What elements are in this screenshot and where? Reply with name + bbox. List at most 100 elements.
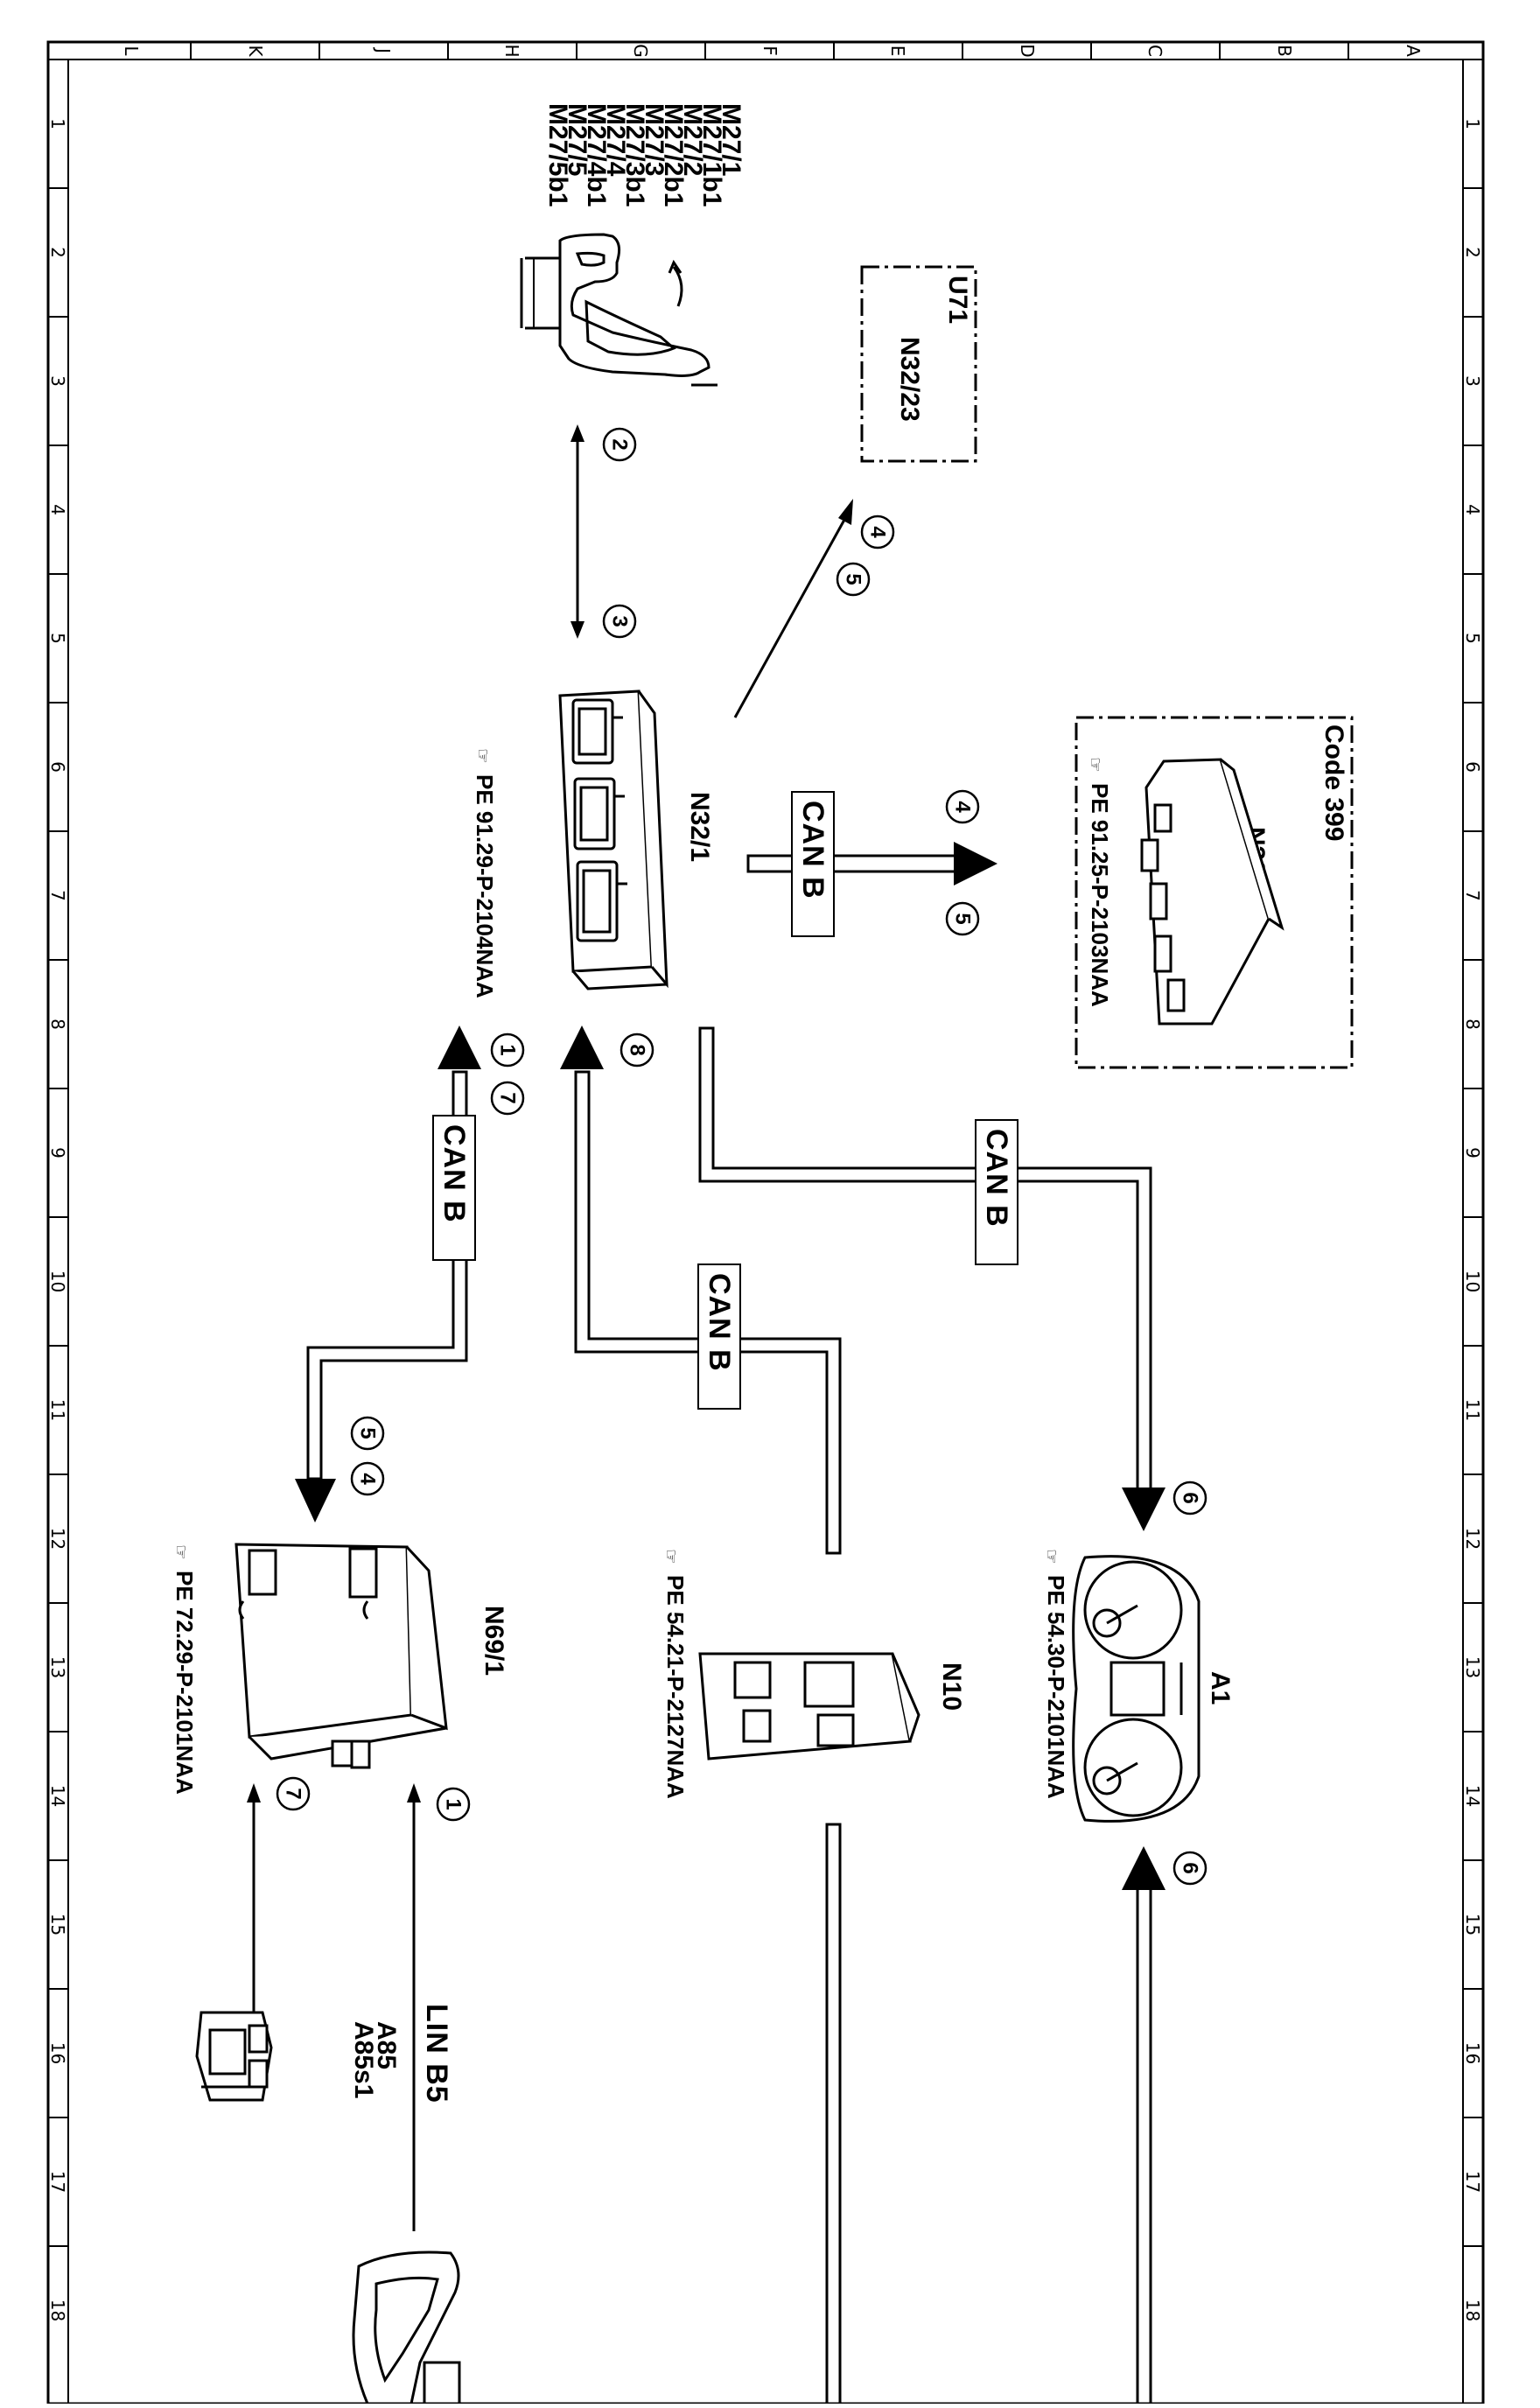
grid-number: 5 xyxy=(47,633,68,644)
circled-number-text: 5 xyxy=(842,573,865,584)
number-circle xyxy=(602,427,637,462)
grid-number: 16 xyxy=(47,2042,68,2064)
u71-box: U71 N32/23 xyxy=(860,265,977,463)
a85-label: A85 xyxy=(372,2021,401,2069)
n69-1-ref-text: PE 72.29-P-2101NAA xyxy=(172,1571,198,1795)
n10-bus-line xyxy=(825,1823,842,2405)
lin-b5-label: LIN B5 xyxy=(420,2004,453,2104)
grid-number: 1 xyxy=(47,118,68,130)
n32-1-module xyxy=(558,690,668,990)
circled-number-c3: 3 xyxy=(602,604,637,639)
circled-number-text: 8 xyxy=(626,1044,649,1055)
m27-n32-link xyxy=(570,424,584,639)
grid-number: 16 xyxy=(1462,2042,1483,2064)
grid-number: 12 xyxy=(1462,1528,1483,1550)
m27-label: M27/3b1 xyxy=(620,103,649,206)
grid-number: 9 xyxy=(47,1147,68,1158)
circled-number-text: 5 xyxy=(951,913,975,924)
can-b-arrow-n32-29: CAN B xyxy=(746,791,998,937)
number-circle xyxy=(350,1461,385,1496)
a85s1-label: A85s1 xyxy=(349,2021,378,2098)
n32-1-label: N32/1 xyxy=(685,792,714,862)
circled-number-c2: 2 xyxy=(602,427,637,462)
grid-number: 17 xyxy=(1462,2171,1483,2193)
grid-letter: B xyxy=(1274,45,1295,57)
can-b-label: CAN B xyxy=(703,1273,736,1372)
grid-letter: K xyxy=(245,45,266,57)
circled-number-c5c: 5 xyxy=(350,1416,385,1451)
number-circle xyxy=(836,562,871,597)
circled-number-c7b: 7 xyxy=(276,1776,311,1811)
grid-letter: G xyxy=(630,44,651,58)
grid-letter: F xyxy=(760,46,780,56)
top-grid: L K J H G F E D C B A xyxy=(121,42,1424,60)
grid-number: 10 xyxy=(1462,1270,1483,1292)
grid-number: 8 xyxy=(1462,1018,1483,1030)
number-circle xyxy=(350,1416,385,1451)
grid-letter: J xyxy=(373,46,394,53)
circled-number-c7a: 7 xyxy=(490,1081,525,1116)
n69-1-module xyxy=(234,1543,448,1769)
n10-ref-text: PE 54.21-P-2127NAA xyxy=(662,1575,689,1799)
grid-number: 18 xyxy=(1462,2300,1483,2321)
grid-number: 7 xyxy=(1462,890,1483,901)
door-handle-icon xyxy=(520,233,718,387)
grid-number: 11 xyxy=(1462,1399,1483,1421)
circled-number-c6b: 6 xyxy=(1172,1851,1208,1886)
circled-number-c8: 8 xyxy=(620,1032,654,1068)
grid-number: 8 xyxy=(47,1018,68,1030)
number-circle xyxy=(620,1032,654,1068)
m27-label: M27/3 xyxy=(640,103,668,176)
grid-number: 15 xyxy=(1462,1914,1483,1936)
number-circle xyxy=(436,1787,471,1822)
code399-label: Code 399 xyxy=(1320,724,1348,841)
n32-23-label: N32/23 xyxy=(895,337,924,422)
circled-number-text: 3 xyxy=(608,615,632,626)
m27-label: M27/4b1 xyxy=(582,103,611,206)
grid-number: 11 xyxy=(47,1399,68,1421)
document-ref-icon: ☞ xyxy=(171,1544,190,1560)
grid-number: 4 xyxy=(47,504,68,515)
circled-number-text: 6 xyxy=(1179,1862,1202,1873)
can-b-line-n69-1: CAN B xyxy=(295,1026,481,1522)
a1-label: A1 xyxy=(1206,1671,1235,1704)
grid-number: 15 xyxy=(47,1914,68,1936)
circled-number-text: 5 xyxy=(356,1427,380,1438)
circled-number-text: 4 xyxy=(356,1473,380,1485)
m27-label: M27/2 xyxy=(678,103,707,176)
grid-letter: C xyxy=(1144,45,1166,57)
grid-letter: D xyxy=(1017,44,1038,57)
grid-number: 14 xyxy=(47,1785,68,1807)
circled-number-c5a: 5 xyxy=(836,562,871,597)
m27-label: M27/1b1 xyxy=(697,103,726,206)
code399-box: Code 399 N32/29 ☞ PE 91.25-P-2103NAA xyxy=(1074,716,1354,1069)
document-ref-icon: ☞ xyxy=(661,1549,680,1564)
n32-1-ref-text: PE 91.29-P-2104NAA xyxy=(472,774,498,998)
grid-number: 14 xyxy=(1462,1785,1483,1807)
grid-number: 13 xyxy=(47,1656,68,1678)
grid-number: 3 xyxy=(47,375,68,387)
grid-letter: H xyxy=(501,44,522,57)
grid-number: 18 xyxy=(47,2300,68,2321)
door-handle-bottom-icon xyxy=(352,2250,461,2405)
n10-module xyxy=(698,1652,920,1760)
circled-number-text: 1 xyxy=(496,1044,520,1055)
u71-label: U71 xyxy=(943,276,972,324)
grid-number: 6 xyxy=(1462,761,1483,773)
n32-1-ref: ☞ PE 91.29-P-2104NAA xyxy=(472,748,498,998)
number-circle xyxy=(945,901,980,936)
grid-number: 12 xyxy=(47,1528,68,1550)
n10-label: N10 xyxy=(937,1662,966,1711)
number-circle xyxy=(490,1081,525,1116)
n69-1-inputs xyxy=(247,1783,421,2231)
n32-u71-arrow xyxy=(733,499,853,718)
circled-number-c4b: 4 xyxy=(945,789,980,824)
number-circle xyxy=(860,514,895,550)
document-ref-icon: ☞ xyxy=(1085,757,1104,773)
a1-bottom-bus xyxy=(1122,1846,1166,2405)
number-circle xyxy=(276,1776,311,1811)
grid-number: 2 xyxy=(47,247,68,258)
